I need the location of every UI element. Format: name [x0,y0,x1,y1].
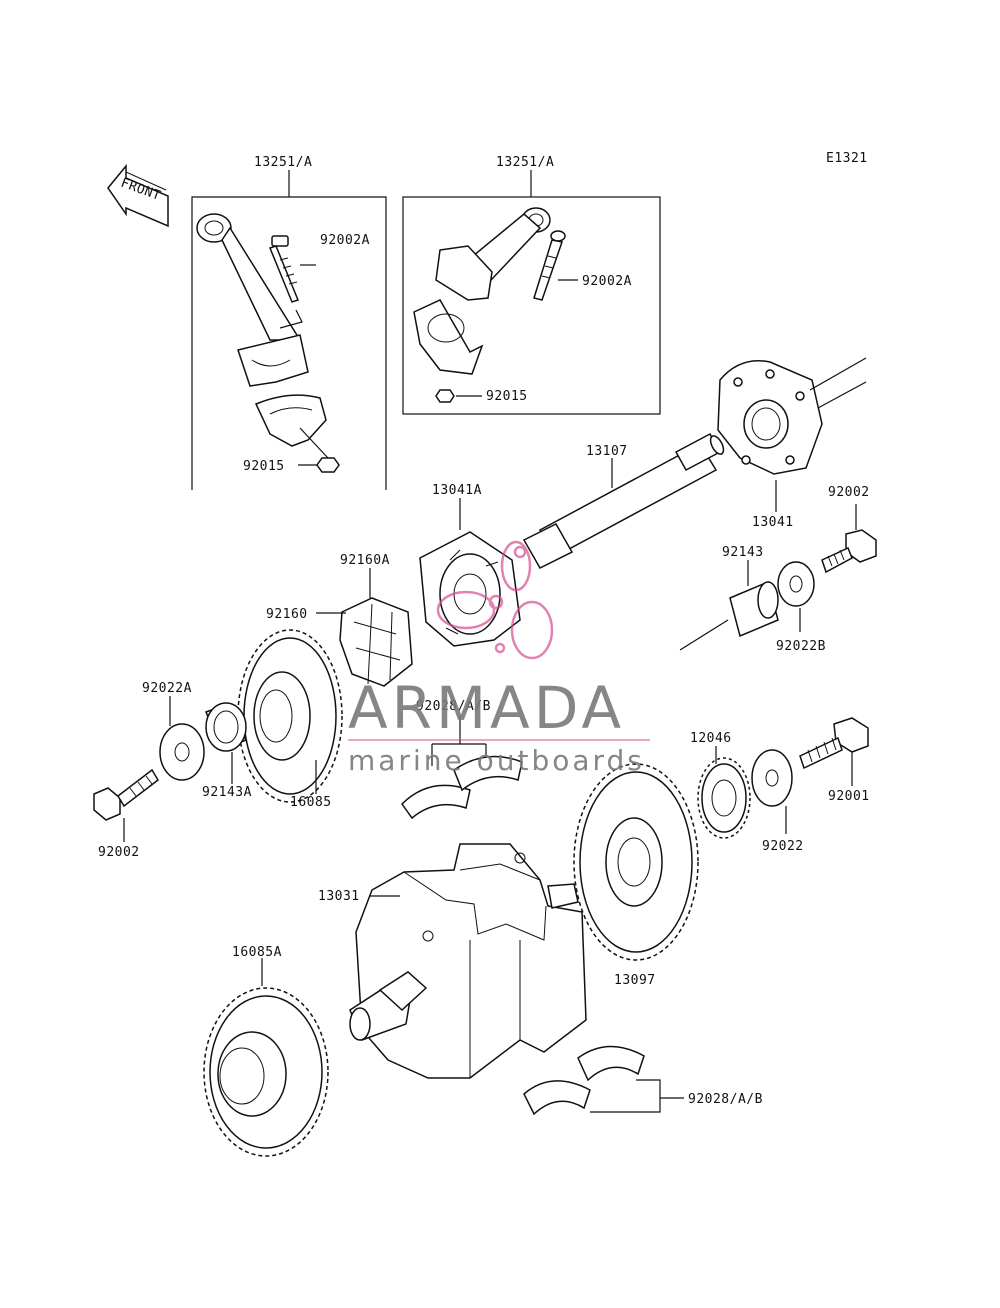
label-conrod-right: 13251/A [496,155,554,170]
label-bearing-upper: 92028/A/B [416,699,491,714]
washer-icon [751,749,793,807]
bolt-icon [93,768,159,821]
bolt-icon [821,529,877,574]
washer-icon [777,561,815,607]
gear-icon [237,629,343,803]
collar-icon [205,702,248,752]
watermark-brand: ARMADA [348,674,625,742]
bolt-icon [533,230,566,301]
label-gear-large: 13097 [614,973,656,988]
gear-icon [573,763,699,961]
label-conrod-left: 13251/A [254,155,312,170]
label-damper-cam: 13041A [432,483,482,498]
label-bolt-right: 92002A [582,274,632,289]
connecting-rod-icon [413,207,551,375]
label-nut-right: 92015 [486,389,528,404]
bearing-shell-icon [401,755,523,820]
label-collar-left-a: 92143A [202,785,252,800]
connecting-rod-icon [196,213,309,387]
label-collar-right: 92143 [722,545,764,560]
label-gear-small: 12046 [690,731,732,746]
damper-hub-icon [717,360,823,475]
label-nut-left: 92015 [243,459,285,474]
label-rubber-a: 92160A [340,553,390,568]
conrod-left-group: 13251/A 92015 92002A [191,155,387,490]
bolt-icon [269,235,299,303]
label-bolt-left-lower: 92002 [98,845,140,860]
front-arrow-icon: FRONT [107,163,169,228]
conrod-right-group: 13251/A 92002A 92015 [402,155,661,415]
rubber-damper-icon [339,597,413,687]
diagram-code: E1321 [826,151,868,166]
armada-watermark: ARMADA marine outboards [348,540,650,777]
shaft-icon [522,432,725,569]
label-bolt-left: 92002A [320,233,370,248]
nut-icon [435,389,455,403]
armada-logo-icon [436,540,554,660]
crankshaft-icon [349,843,587,1079]
label-bearing-lower: 92028/A/B [688,1092,763,1107]
bearing-cap-icon [254,394,327,447]
gear-icon [697,757,751,839]
washer-icon [159,723,205,781]
label-bolt-upper-right: 92002 [828,485,870,500]
label-gear-left: 16085 [290,795,332,810]
bearing-shell-icon [523,1045,645,1116]
label-gear-bottom-left: 16085A [232,945,282,960]
label-damper-hub: 13041 [752,515,794,530]
collar-icon [729,580,779,638]
label-crankshaft: 13031 [318,889,360,904]
label-washer-left-a: 92022A [142,681,192,696]
label-rubber: 92160 [266,607,308,622]
label-shaft: 13107 [586,444,628,459]
gear-icon [203,987,329,1157]
label-bolt-lower-right: 92001 [828,789,870,804]
nut-icon [316,457,340,473]
label-washer-right-b: 92022B [776,639,826,654]
watermark-tagline: marine outboards [348,744,645,777]
damper-cam-icon [419,531,521,647]
label-washer-right: 92022 [762,839,804,854]
bolt-icon [799,717,869,770]
